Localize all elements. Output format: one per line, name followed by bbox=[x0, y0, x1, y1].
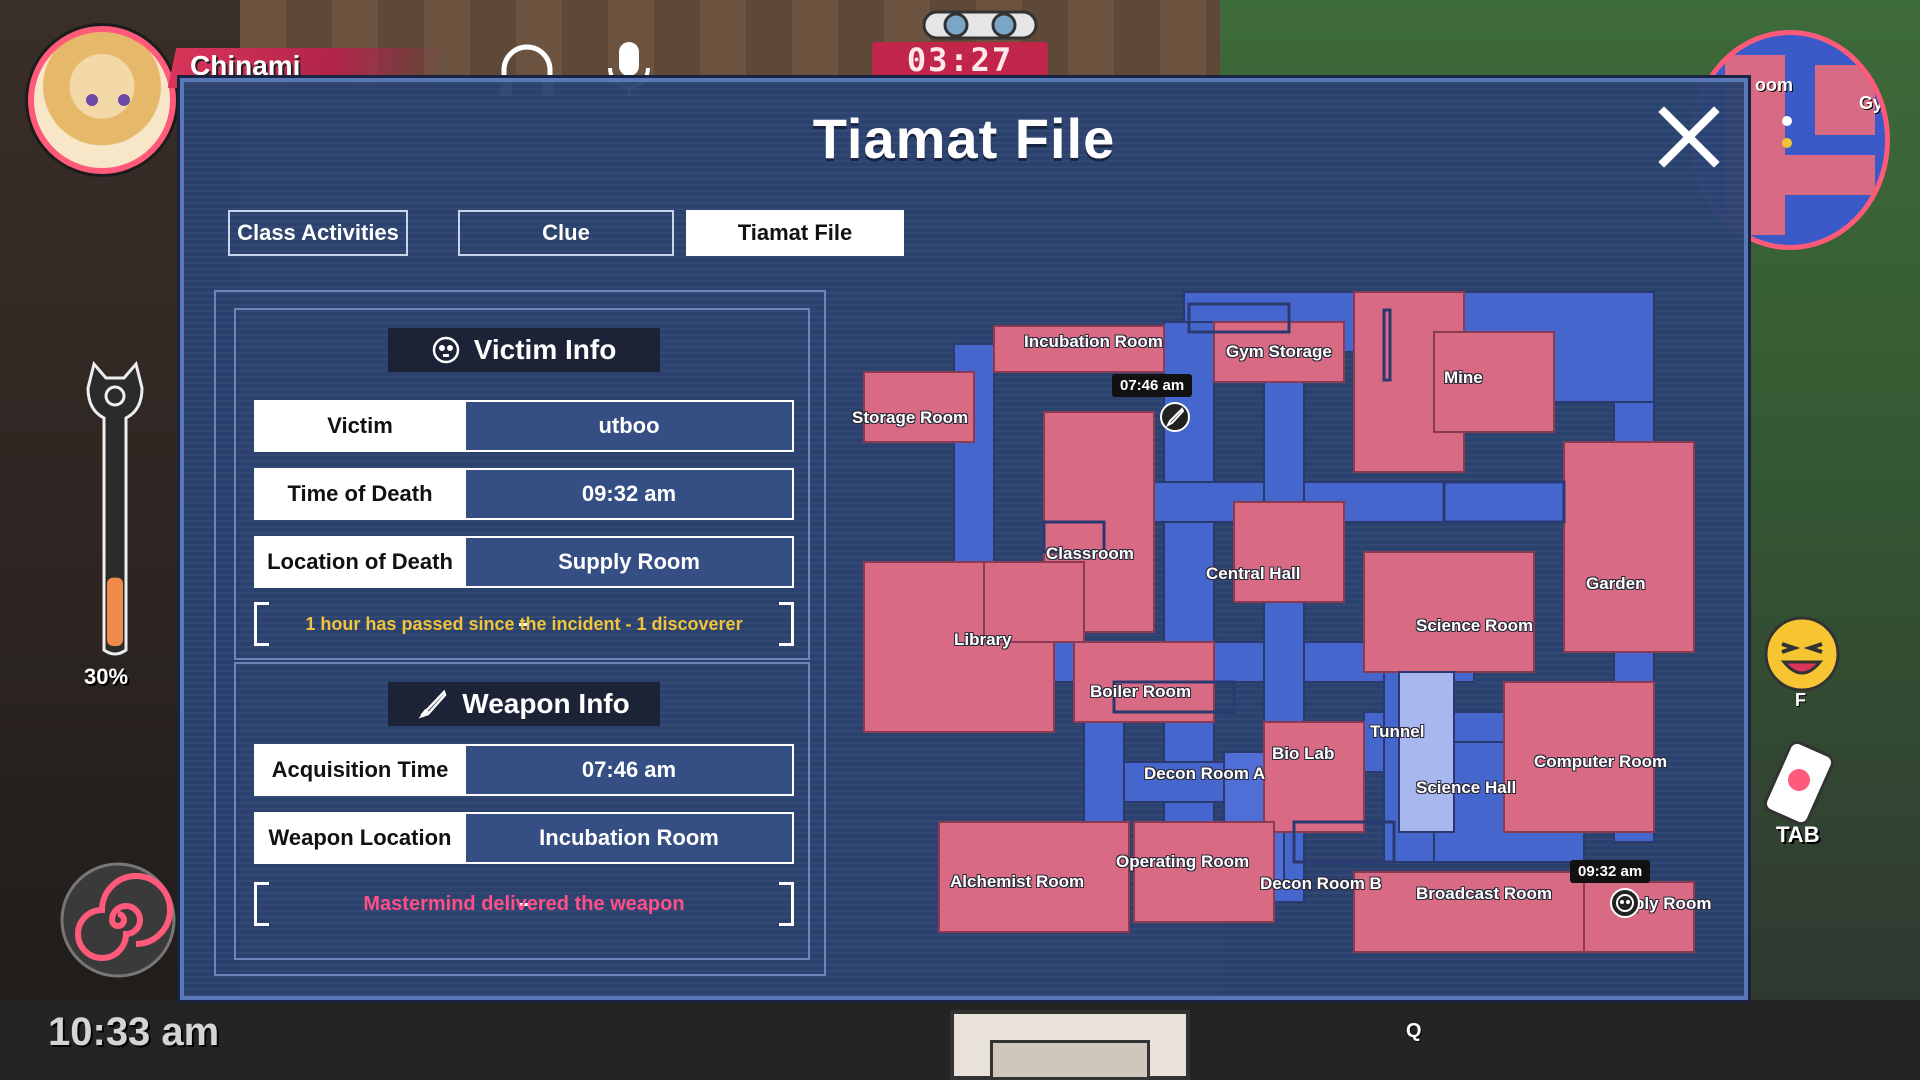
weapon-location-row: Weapon Location Incubation Room bbox=[254, 812, 794, 864]
phone-map-icon[interactable] bbox=[1756, 740, 1842, 826]
room-label-incubation: Incubation Room bbox=[1024, 332, 1163, 351]
room-label-central-hall: Central Hall bbox=[1206, 564, 1301, 583]
room-label-mine: Mine bbox=[1444, 368, 1483, 387]
emote-key-hint: F bbox=[1795, 690, 1806, 710]
player-avatar bbox=[28, 26, 176, 174]
victim-note: 1 hour has passed since the incident - 1… bbox=[254, 602, 794, 646]
death-map-marker[interactable] bbox=[1610, 888, 1640, 918]
room-label-classroom: Classroom bbox=[1046, 544, 1134, 563]
battery-meter bbox=[86, 360, 144, 656]
room-label-tunnel: Tunnel bbox=[1370, 722, 1425, 741]
battery-percent: 30% bbox=[84, 664, 129, 689]
room-label-bio-lab: Bio Lab bbox=[1272, 744, 1335, 763]
acquisition-time-row: Acquisition Time 07:46 am bbox=[254, 744, 794, 796]
victim-info-section: Victim Info Victim utboo Time of Death 0… bbox=[234, 308, 810, 660]
weapon-note-text: Mastermind delivered the weapon bbox=[363, 892, 685, 915]
victim-info-header: Victim Info bbox=[388, 328, 660, 372]
weapon-time-tag: 07:46 am bbox=[1112, 374, 1193, 397]
room-label-decon-a: Decon Room A bbox=[1144, 764, 1266, 783]
acquisition-time-label: Acquisition Time bbox=[254, 744, 466, 796]
acquisition-time-value: 07:46 am bbox=[466, 744, 794, 796]
room-label-boiler: Boiler Room bbox=[1090, 682, 1192, 701]
minimap-label: Gy bbox=[1859, 93, 1884, 113]
room-label-gym-storage: Gym Storage bbox=[1226, 342, 1332, 361]
location-of-death-label: Location of Death bbox=[254, 536, 466, 588]
time-of-death-row: Time of Death 09:32 am bbox=[254, 468, 794, 520]
emote-laugh-icon[interactable] bbox=[1762, 614, 1842, 694]
skull-icon bbox=[432, 336, 459, 364]
goggles-icon bbox=[922, 10, 1038, 40]
room-label-alchemist: Alchemist Room bbox=[950, 872, 1085, 891]
room-label-science-hall: Science Hall bbox=[1416, 778, 1517, 797]
info-column: Victim Info Victim utboo Time of Death 0… bbox=[214, 290, 826, 976]
avatar-face bbox=[86, 94, 130, 108]
minimap[interactable]: oom Gy bbox=[1690, 30, 1890, 250]
round-timer: 03:27 bbox=[872, 42, 1048, 78]
time-of-death-label: Time of Death bbox=[254, 468, 466, 520]
game-clock: 10:33 am bbox=[48, 1010, 220, 1054]
victim-info-title: Victim Info bbox=[473, 334, 617, 365]
room-label-garden: Garden bbox=[1586, 574, 1646, 593]
room-label-science-room: Science Room bbox=[1416, 616, 1534, 635]
school-map-graphic bbox=[863, 291, 1695, 953]
location-of-death-row: Location of Death Supply Room bbox=[254, 536, 794, 588]
close-icon[interactable] bbox=[1654, 102, 1724, 172]
time-of-death-value: 09:32 am bbox=[466, 468, 794, 520]
tab-tiamat-file[interactable]: Tiamat File bbox=[686, 210, 904, 256]
tab-key-hint: TAB bbox=[1776, 822, 1820, 847]
room-label-operating: Operating Room bbox=[1116, 852, 1250, 871]
weapon-location-label: Weapon Location bbox=[254, 812, 466, 864]
tiamat-file-panel: Tiamat File Class Activities Clue Tiamat… bbox=[180, 78, 1748, 1000]
knife-icon bbox=[418, 689, 447, 719]
weapon-map-marker[interactable] bbox=[1160, 402, 1190, 432]
weapon-note: Mastermind delivered the weapon bbox=[254, 882, 794, 926]
tab-class-activities[interactable]: Class Activities bbox=[228, 210, 408, 256]
room-label-supply: ply Room bbox=[1634, 894, 1712, 913]
room-label-computer: Computer Room bbox=[1534, 752, 1668, 771]
knife-icon bbox=[1165, 407, 1185, 427]
victim-note-text: 1 hour has passed since the incident - 1… bbox=[305, 613, 743, 634]
room-label-library: Library bbox=[954, 630, 1012, 649]
background-door-panel bbox=[990, 1040, 1150, 1080]
weapon-info-section: Weapon Info Acquisition Time 07:46 am We… bbox=[234, 662, 810, 960]
victim-row: Victim utboo bbox=[254, 400, 794, 452]
victim-label: Victim bbox=[254, 400, 466, 452]
school-map[interactable]: Incubation Room Gym Storage Mine Storage… bbox=[844, 262, 1734, 962]
room-label-broadcast: Broadcast Room bbox=[1416, 884, 1553, 903]
spiral-skill-icon[interactable] bbox=[58, 860, 178, 980]
victim-value: utboo bbox=[466, 400, 794, 452]
room-label-decon-b: Decon Room B bbox=[1260, 874, 1382, 893]
room-label-storage: Storage Room bbox=[852, 408, 969, 427]
location-of-death-value: Supply Room bbox=[466, 536, 794, 588]
weapon-info-title: Weapon Info bbox=[462, 688, 630, 719]
death-time-tag: 09:32 am bbox=[1570, 860, 1651, 883]
weapon-info-header: Weapon Info bbox=[388, 682, 660, 726]
tab-clue[interactable]: Clue bbox=[458, 210, 674, 256]
skull-icon bbox=[1616, 894, 1634, 912]
player-name: Chinami bbox=[190, 50, 301, 81]
q-key-hint: Q bbox=[1406, 1020, 1422, 1042]
panel-title: Tiamat File bbox=[812, 107, 1116, 170]
weapon-location-value: Incubation Room bbox=[466, 812, 794, 864]
minimap-label: oom bbox=[1755, 75, 1793, 95]
